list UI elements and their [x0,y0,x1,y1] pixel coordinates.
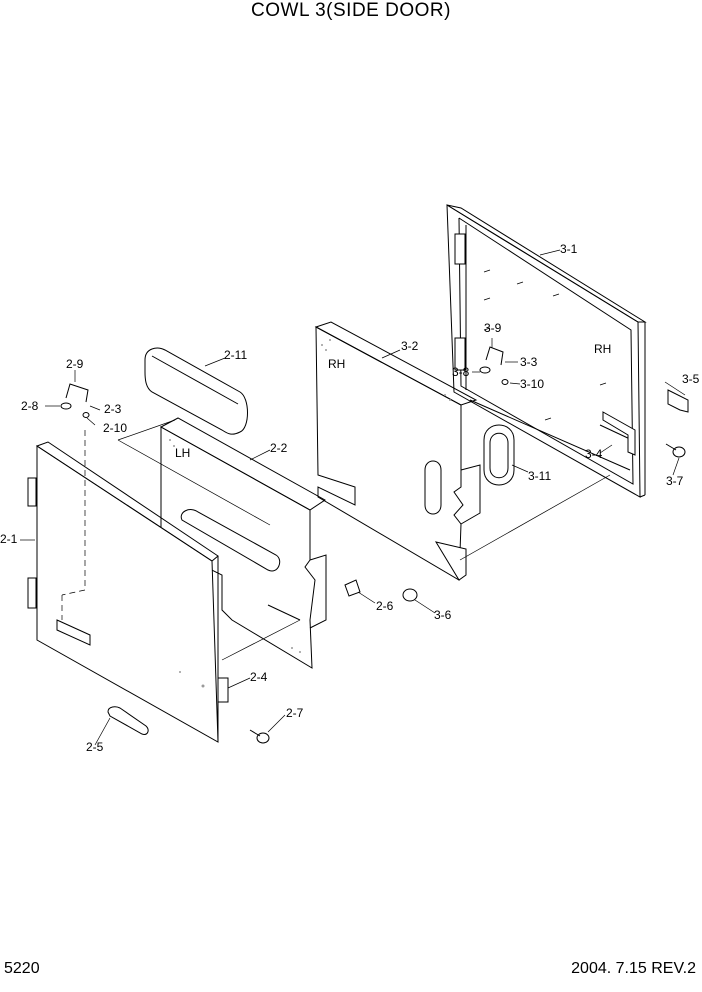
side-label-lh: LH [175,446,190,460]
lh-stopper [344,579,361,597]
callout-3-10: 3-10 [520,377,544,391]
rh-hinge-3-5 [667,389,689,413]
side-label-rh-panel: RH [328,357,345,371]
callout-2-10: 2-10 [103,421,127,435]
callout-3-2: 3-2 [401,339,419,353]
page-title: COWL 3(SIDE DOOR) [251,0,451,21]
callout-2-8: 2-8 [21,399,39,413]
lh-bolt [249,729,270,744]
callout-2-4: 2-4 [250,670,268,684]
lh-lock-bracket [217,677,229,703]
callout-2-3: 2-3 [104,402,122,416]
lh-latch-wire [60,383,90,418]
callout-2-1: 2-1 [0,532,18,546]
callout-2-11: 2-11 [224,348,247,362]
revision-date: 2004. 7.15 REV.2 [571,960,696,977]
rh-insulation-panel [314,321,481,581]
callout-3-8: 3-8 [452,365,470,379]
callout-2-5: 2-5 [86,740,104,754]
callout-3-5: 3-5 [682,372,700,386]
callout-3-7: 3-7 [666,474,684,488]
leader-lines [20,249,686,746]
rh-seal-pad [483,424,515,486]
rh-bolt-3-7 [665,443,686,458]
callout-3-9: 3-9 [484,321,502,335]
side-label-rh-door: RH [594,342,611,356]
lh-seal-pad [144,347,248,435]
callout-labels: LH RH RH 2-1 2-2 2-3 2-4 2-5 2-6 2-7 2-8… [0,242,700,754]
callout-2-2: 2-2 [270,441,288,455]
callout-3-4: 3-4 [585,447,603,461]
page-number: 5220 [4,960,40,977]
callout-2-6: 2-6 [376,599,394,613]
callout-3-11: 3-11 [528,469,551,483]
lh-handle [107,706,149,735]
callout-3-6: 3-6 [434,608,452,622]
lh-door-panel [27,430,219,743]
rh-door-frame [446,204,647,498]
rh-stopper [402,588,418,602]
callout-3-3: 3-3 [520,355,538,369]
callout-3-1: 3-1 [560,242,578,256]
rh-bracket-3-4 [602,411,636,456]
rh-latch-wire [479,346,509,385]
callout-2-9: 2-9 [66,357,84,371]
callout-2-7: 2-7 [286,706,304,720]
